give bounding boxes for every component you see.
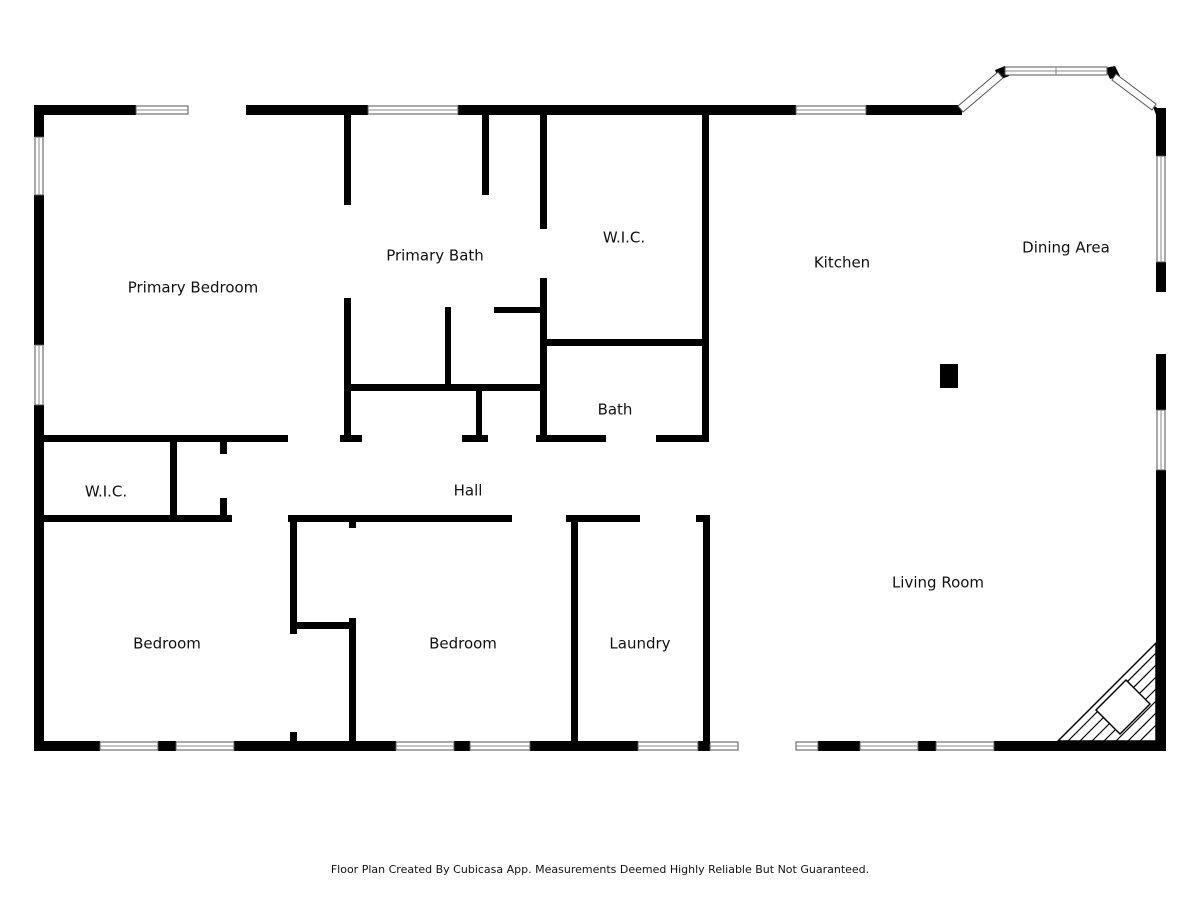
label-laundry: Laundry [609,635,670,653]
label-bedroom-middle: Bedroom [429,635,497,653]
windows [34,66,1166,751]
fireplace [1056,641,1157,742]
footer-disclaimer: Floor Plan Created By Cubicasa App. Meas… [331,863,869,876]
label-wic-top: W.I.C. [603,229,645,247]
label-wic-left: W.I.C. [85,483,127,501]
label-bedroom-left: Bedroom [133,635,201,653]
label-primary-bedroom: Primary Bedroom [128,279,259,297]
label-dining-area: Dining Area [1022,239,1110,257]
exterior-walls [34,66,1166,751]
label-living-room: Living Room [892,574,984,592]
label-primary-bath: Primary Bath [386,247,484,265]
label-bath: Bath [598,401,633,419]
label-hall: Hall [454,482,483,500]
label-kitchen: Kitchen [814,254,870,272]
room-labels: Primary Bedroom Primary Bath W.I.C. Kitc… [85,229,1110,653]
interior-walls [40,115,958,744]
